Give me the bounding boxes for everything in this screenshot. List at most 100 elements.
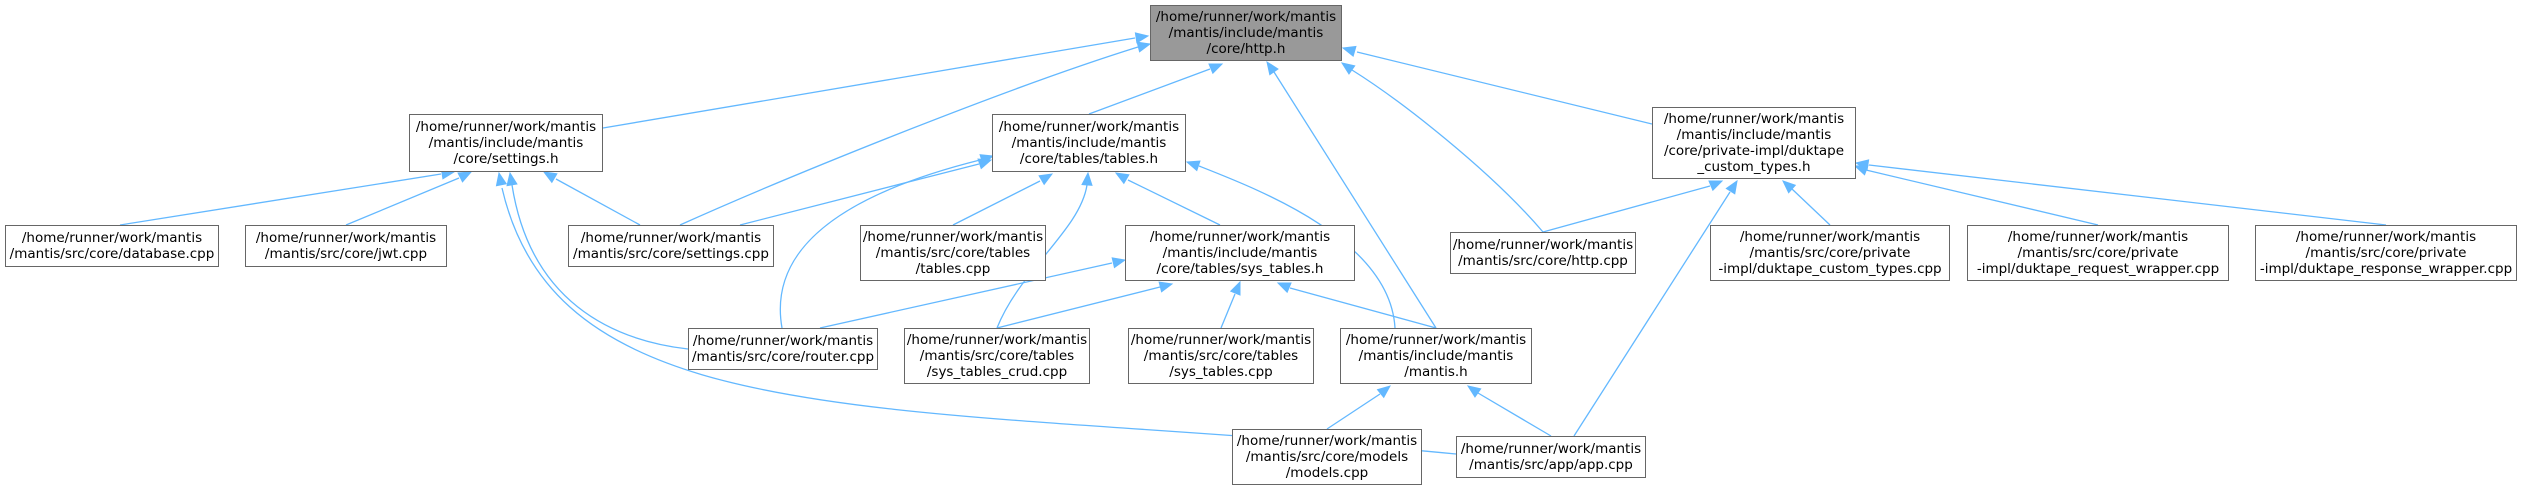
node-line: /mantis/src/core/tables [919,348,1075,364]
edge-duktape-types-cpp-to-duktape-types-h-arrowhead [1782,180,1797,194]
node-line: /home/runner/work/mantis [1130,332,1312,348]
node-line: /mantis/include/mantis [428,135,584,151]
edge-router-cpp-to-settings-h-arrowhead [506,171,518,187]
edge-mantis-h-to-sys-tables-h-arrowhead [1276,282,1292,294]
node-line: /mantis/src/core/database.cpp [9,246,215,262]
node-line: /home/runner/work/mantis [415,119,597,135]
node-settings-h[interactable]: /home/runner/work/mantis /mantis/include… [409,114,603,172]
edge-sys-tables-crud-cpp-to-tables-h-line [996,184,1088,329]
node-line: /home/runner/work/mantis [1155,9,1337,25]
edge-app-cpp-to-duktape-types-h [1573,179,1738,437]
edge-duktape-types-cpp-to-duktape-types-h [1782,180,1831,226]
node-models-cpp[interactable]: /home/runner/work/mantis /mantis/src/cor… [1232,429,1422,485]
edge-http-cpp-to-http-h [1340,62,1544,233]
node-http-cpp[interactable]: /home/runner/work/mantis /mantis/src/cor… [1450,232,1636,274]
edge-sys-tables-h-to-tables-h-arrowhead [1114,172,1130,185]
node-line: /mantis/src/core/http.cpp [1458,253,1628,269]
edge-sys-tables-crud-cpp-to-sys-tables-h-arrowhead [1158,281,1174,293]
node-line: /home/runner/work/mantis [1739,229,1921,245]
node-sys-tables-h[interactable]: /home/runner/work/mantis /mantis/include… [1125,225,1355,281]
edge-router-cpp-to-tables-h-line [779,159,981,329]
edge-router-cpp-to-tables-h [779,154,995,329]
node-line: /home/runner/work/mantis [2295,229,2477,245]
node-line: /mantis/src/core/settings.cpp [573,246,769,262]
node-mantis-h[interactable]: /home/runner/work/mantis /mantis/include… [1340,328,1532,384]
node-line: /mantis.h [1404,364,1468,380]
edge-router-cpp-to-sys-tables-h [819,257,1127,329]
edge-settings-h-to-http-h-arrowhead [1134,32,1150,44]
node-line: /mantis/src/app/app.cpp [1469,457,1633,473]
edge-app-cpp-to-mantis-h-line [1477,392,1552,437]
edge-settings-h-to-http-h [602,32,1150,129]
edge-duktape-types-h-to-http-h-arrowhead [1341,45,1357,57]
edge-settings-cpp-to-http-h-arrowhead [1136,41,1152,53]
edge-mantis-h-to-http-h-line [1273,71,1437,329]
edge-jwt-cpp-to-settings-h [345,171,473,226]
edge-duktape-types-h-to-http-h [1341,45,1653,125]
edge-settings-cpp-to-http-h [679,41,1152,226]
edge-app-cpp-to-mantis-h [1466,385,1552,437]
node-duktape-request-wrapper-cpp[interactable]: /home/runner/work/mantis /mantis/src/cor… [1967,225,2229,281]
edge-duktape-request-cpp-to-duktape-types-h [1853,164,2099,226]
node-tables-cpp[interactable]: /home/runner/work/mantis /mantis/src/cor… [860,225,1046,281]
edge-sys-tables-crud-cpp-to-tables-h-arrowhead [1081,171,1093,186]
edge-database-cpp-to-settings-h [119,168,456,226]
node-line: /home/runner/work/mantis [1452,237,1634,253]
node-line: /core/tables/tables.h [1019,151,1159,167]
edge-router-cpp-to-settings-h-line [511,184,689,350]
edge-mantis-h-to-tables-h-line [1198,165,1396,329]
edge-tables-cpp-to-tables-h-line [952,180,1041,226]
node-line: /mantis/include/mantis [1358,348,1514,364]
edge-router-cpp-to-tables-h-arrowhead [979,154,995,166]
node-line: /mantis/src/core/router.cpp [691,349,875,365]
node-tables-h[interactable]: /home/runner/work/mantis /mantis/include… [992,114,1186,172]
node-duktape-custom-types-cpp[interactable]: /home/runner/work/mantis /mantis/src/cor… [1710,225,1950,281]
node-line: /mantis/src/core/tables [875,245,1031,261]
node-app-cpp[interactable]: /home/runner/work/mantis /mantis/src/app… [1456,436,1646,478]
edge-sys-tables-crud-cpp-to-sys-tables-h-line [996,286,1161,329]
node-line: /home/runner/work/mantis [1663,111,1845,127]
edge-mantis-h-to-http-h-arrowhead [1266,60,1279,76]
node-line: /home/runner/work/mantis [906,332,1088,348]
edge-router-cpp-to-settings-h [506,171,689,350]
node-line: /home/runner/work/mantis [1236,433,1418,449]
node-duktape-response-wrapper-cpp[interactable]: /home/runner/work/mantis /mantis/src/cor… [2255,225,2517,281]
edge-mantis-h-to-http-h [1266,60,1437,329]
node-line: /sys_tables.cpp [1169,364,1273,380]
node-line: /home/runner/work/mantis [21,230,203,246]
edge-database-cpp-to-settings-h-line [119,173,442,226]
node-database-cpp[interactable]: /home/runner/work/mantis /mantis/src/cor… [5,225,219,267]
node-line: -impl/duktape_request_wrapper.cpp [1976,261,2220,277]
node-router-cpp[interactable]: /home/runner/work/mantis /mantis/src/cor… [688,328,878,370]
node-http-h[interactable]: /home/runner/work/mantis /mantis/include… [1150,5,1342,61]
edge-settings-cpp-to-http-h-line [679,46,1139,226]
node-line: -impl/duktape_custom_types.cpp [1718,261,1942,277]
edge-mantis-h-to-tables-h-arrowhead [1185,160,1201,172]
edge-sys-tables-h-to-tables-h [1114,172,1221,226]
node-line: /sys_tables_crud.cpp [926,364,1068,380]
edge-http-cpp-to-duktape-types-h-arrowhead [1708,180,1724,192]
node-line: /mantis/src/core/private [1749,245,1911,261]
node-line: -impl/duktape_response_wrapper.cpp [2259,261,2513,277]
node-sys-tables-cpp[interactable]: /home/runner/work/mantis /mantis/src/cor… [1128,328,1314,384]
edge-router-cpp-to-sys-tables-h-arrowhead [1111,257,1127,269]
node-line: /mantis/src/core/models [1245,449,1409,465]
edge-duktape-request-cpp-to-duktape-types-h-line [1865,169,2099,226]
edge-settings-cpp-to-tables-h [739,158,993,226]
node-duktape-custom-types-h[interactable]: /home/runner/work/mantis /mantis/include… [1652,107,1856,179]
node-line: /home/runner/work/mantis [580,230,762,246]
node-line: /mantis/include/mantis [1011,135,1167,151]
node-line: /mantis/include/mantis [1676,127,1832,143]
node-jwt-cpp[interactable]: /home/runner/work/mantis /mantis/src/cor… [245,225,447,267]
edge-tables-h-to-http-h [1088,63,1224,115]
edge-models-cpp-to-mantis-h-arrowhead [1376,385,1392,399]
edge-tables-h-to-http-h-line [1088,68,1211,115]
edge-tables-cpp-to-tables-h [952,173,1054,226]
node-line: /mantis/src/core/private [2305,245,2467,261]
node-line: /core/tables/sys_tables.h [1156,261,1324,277]
node-sys-tables-crud-cpp[interactable]: /home/runner/work/mantis /mantis/src/cor… [904,328,1090,384]
edge-app-cpp-to-duktape-types-h-arrowhead [1725,179,1738,195]
node-settings-cpp[interactable]: /home/runner/work/mantis /mantis/src/cor… [568,225,774,267]
edge-app-cpp-to-settings-h-arrowhead [495,171,508,187]
